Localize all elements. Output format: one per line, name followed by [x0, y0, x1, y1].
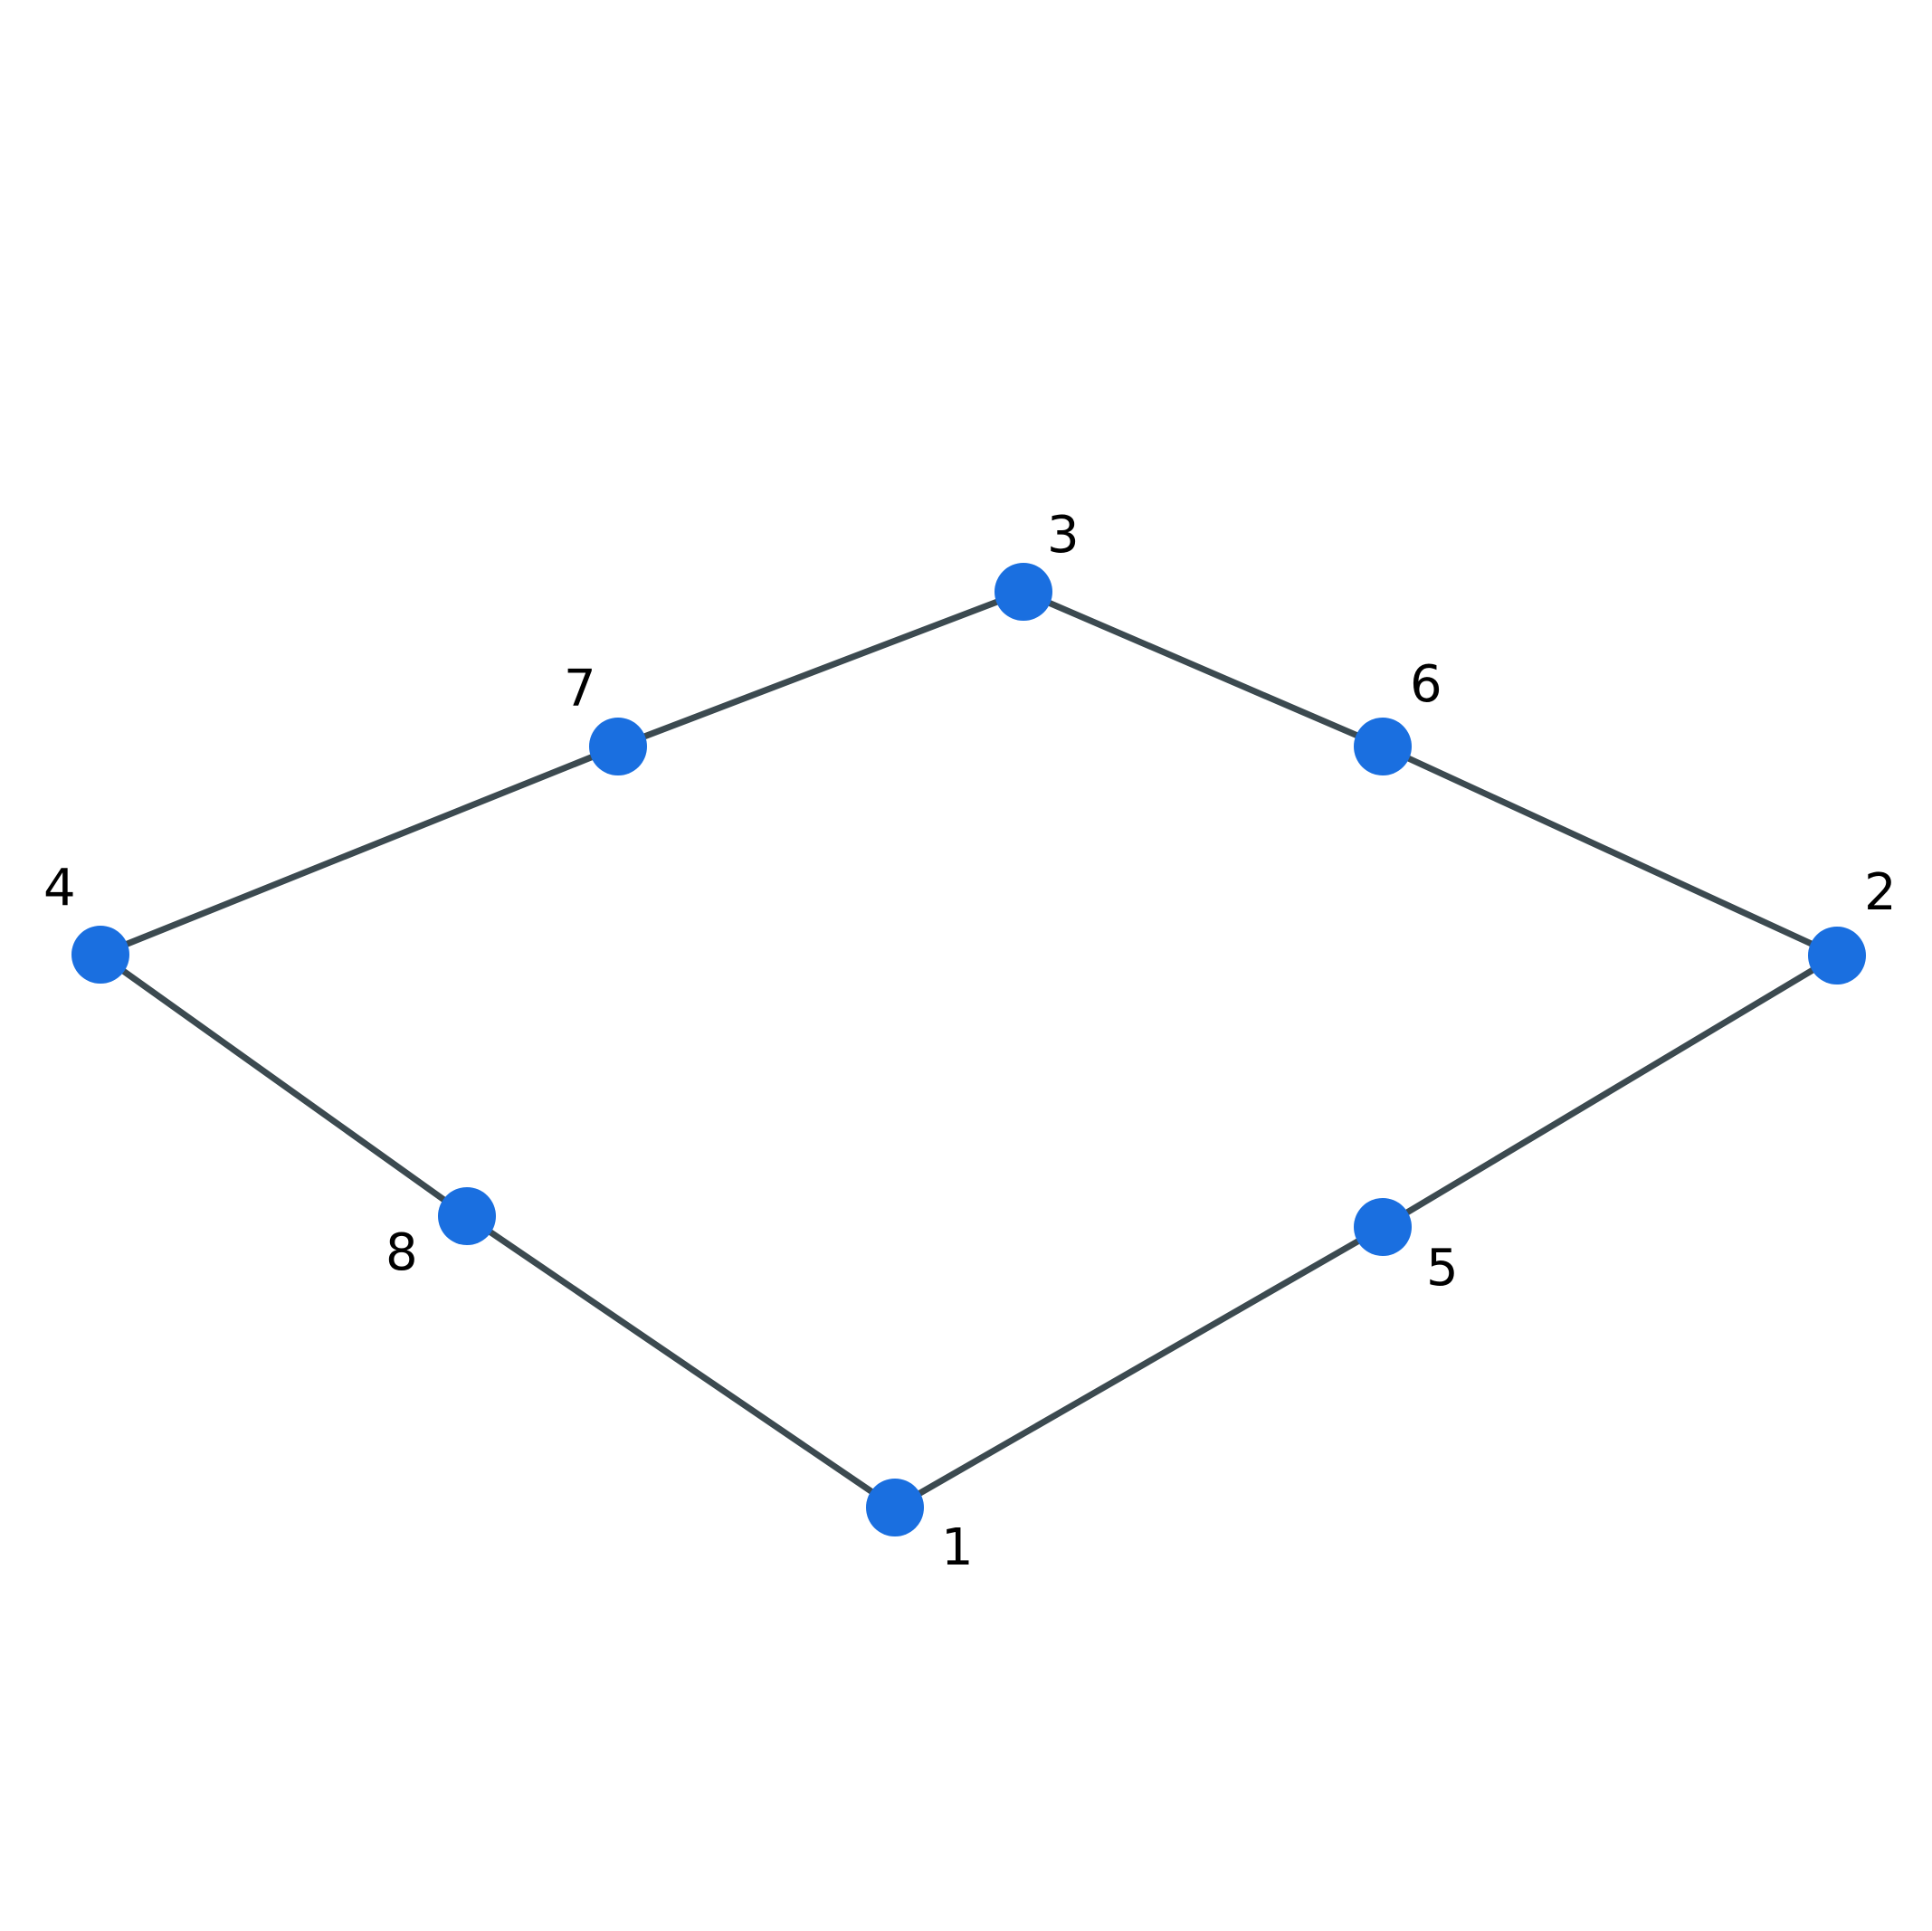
edge-5-2: [1379, 952, 1841, 1231]
node-label-2: 2: [1864, 863, 1897, 922]
edge-7-4: [97, 743, 622, 958]
node-3: [995, 563, 1052, 621]
node-4: [71, 926, 129, 984]
node-label-5: 5: [1426, 1239, 1459, 1298]
node-1: [866, 1479, 924, 1536]
edges-layer: [97, 588, 1841, 1511]
labels-layer: 1 2 3 4 5 6 7 8: [43, 506, 1897, 1577]
node-label-8: 8: [385, 1223, 418, 1282]
node-6: [1354, 718, 1412, 775]
node-5: [1354, 1198, 1412, 1256]
nodes-layer: [71, 563, 1866, 1536]
node-label-1: 1: [941, 1518, 974, 1577]
edge-1-5: [891, 1223, 1386, 1511]
edge-6-2: [1379, 743, 1841, 959]
edge-8-1: [463, 1213, 899, 1511]
edge-4-8: [97, 951, 471, 1220]
node-2: [1808, 927, 1866, 985]
node-label-7: 7: [564, 660, 596, 718]
node-label-6: 6: [1410, 655, 1442, 714]
node-7: [589, 718, 647, 775]
edge-3-7: [614, 588, 1027, 750]
edge-3-6: [1020, 588, 1386, 750]
node-8: [438, 1187, 496, 1245]
node-label-4: 4: [43, 859, 76, 918]
node-label-3: 3: [1047, 506, 1080, 565]
